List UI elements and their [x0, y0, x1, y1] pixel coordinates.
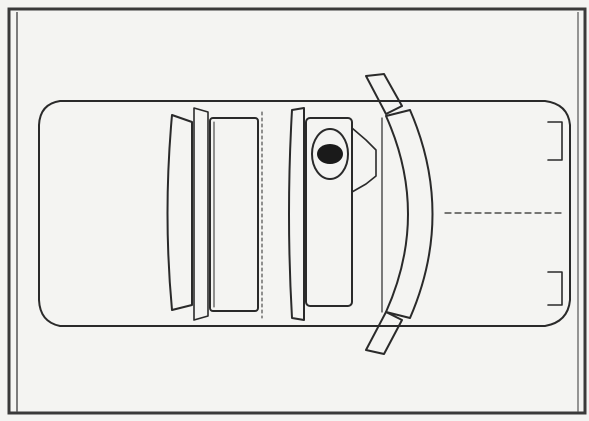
driver-head-icon: [311, 128, 349, 180]
headlight-bottom: [547, 271, 563, 306]
mirror-top: [365, 73, 403, 115]
rear-window: [166, 114, 193, 311]
rear-seat: [209, 117, 259, 312]
rear-pillar: [193, 107, 209, 321]
windshield: [385, 109, 434, 319]
mirror-bottom: [365, 311, 403, 355]
car-body: [38, 100, 571, 327]
headlight-top: [547, 121, 563, 161]
steering-column: [351, 127, 377, 193]
front-seat-cushion: [305, 117, 353, 307]
front-seat: [288, 107, 305, 321]
frame-border: [7, 7, 587, 415]
car-top-view-icon: [38, 73, 571, 355]
